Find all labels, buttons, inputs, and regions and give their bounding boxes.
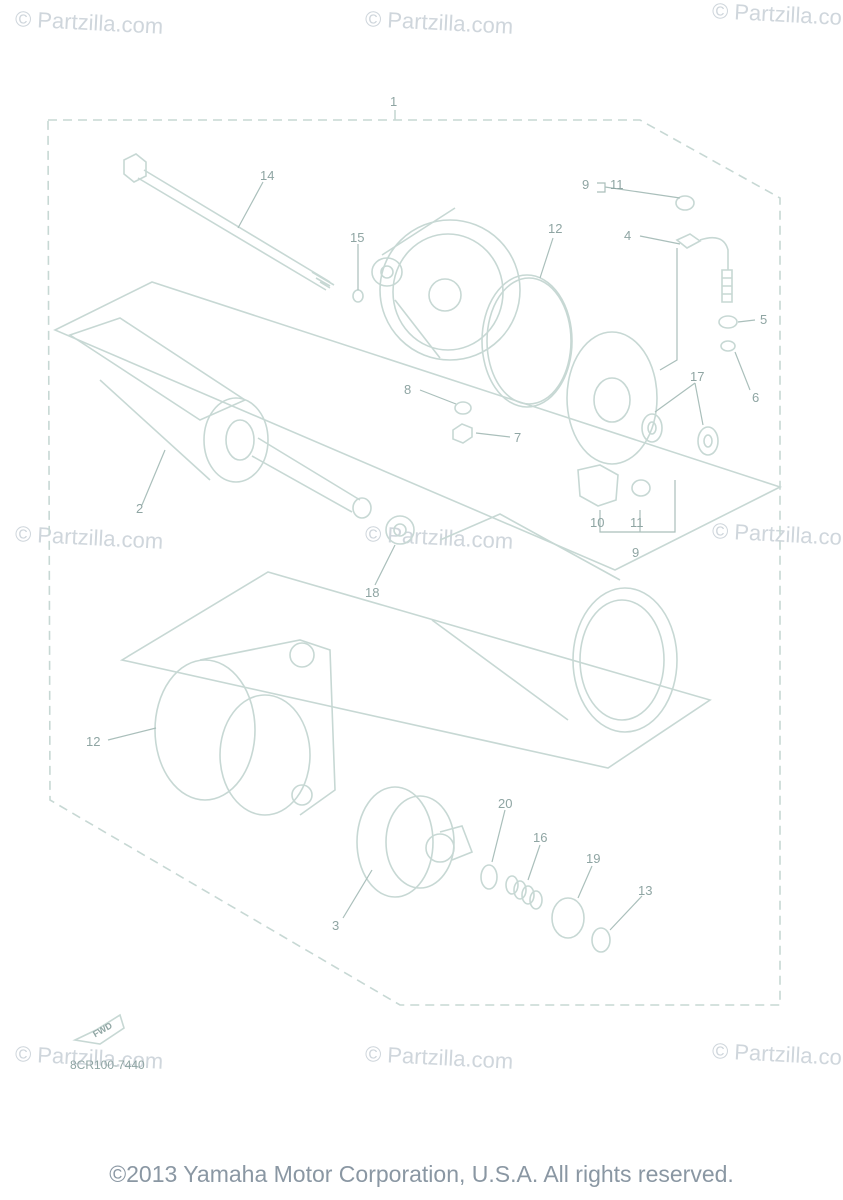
- o-ring-6: [720, 340, 736, 352]
- callout-11-top: 11: [610, 177, 624, 192]
- callout-11-bottom: 11: [630, 515, 644, 530]
- washer-18: [385, 515, 415, 545]
- collar-20: [480, 864, 498, 890]
- brush-spring: [631, 479, 651, 497]
- washer-5: [718, 315, 738, 329]
- terminal-lead: [675, 233, 733, 303]
- washer-17a: [641, 413, 663, 443]
- o-ring-upper: [481, 274, 573, 408]
- stopper-19: [551, 897, 585, 939]
- copyright-notice: ©2013 Yamaha Motor Corporation, U.S.A. A…: [109, 1161, 734, 1187]
- starter-clutch: [356, 786, 474, 898]
- callout-6: 6: [752, 390, 759, 405]
- callout-20: 20: [498, 796, 512, 811]
- fwd-arrow: [72, 1013, 125, 1045]
- callout-9-bottom: 9: [632, 545, 639, 560]
- circlip-13: [591, 927, 611, 953]
- assembly-boundary: [47, 119, 781, 1006]
- washer: [454, 401, 472, 415]
- callout-12-bottom: 12: [86, 734, 100, 749]
- o-ring-small: [352, 289, 364, 303]
- callout-5: 5: [760, 312, 767, 327]
- callout-4: 4: [624, 228, 631, 243]
- callout-19: 19: [586, 851, 600, 866]
- armature-panel: [53, 281, 783, 571]
- o-ring-upper-inner: [486, 277, 572, 405]
- rear-cover: [371, 207, 521, 361]
- callout-2: 2: [136, 501, 143, 516]
- callout-3: 3: [332, 918, 339, 933]
- callout-16: 16: [533, 830, 547, 845]
- nut-top: [675, 195, 695, 211]
- yoke: [431, 513, 678, 733]
- callout-18: 18: [365, 585, 379, 600]
- nut: [452, 423, 473, 444]
- callout-1: 1: [390, 94, 397, 109]
- callout-12-top: 12: [548, 221, 562, 236]
- callout-17: 17: [690, 369, 704, 384]
- callout-15: 15: [350, 230, 364, 245]
- diagram-code: 8CR100-7440: [70, 1058, 145, 1072]
- washer-17b: [697, 426, 719, 456]
- callout-10: 10: [590, 515, 604, 530]
- front-panel: [119, 571, 712, 769]
- spring-16: [505, 875, 543, 910]
- callout-14: 14: [260, 168, 274, 183]
- armature: [68, 317, 372, 519]
- callout-8: 8: [404, 382, 411, 397]
- callout-7: 7: [514, 430, 521, 445]
- through-bolt: [123, 153, 335, 291]
- front-bracket: [154, 639, 336, 816]
- callout-9-top: 9: [582, 177, 589, 192]
- leader-lines: [107, 181, 756, 931]
- brush-holder: [577, 464, 619, 507]
- brush-plate: [566, 331, 658, 465]
- callout-13: 13: [638, 883, 652, 898]
